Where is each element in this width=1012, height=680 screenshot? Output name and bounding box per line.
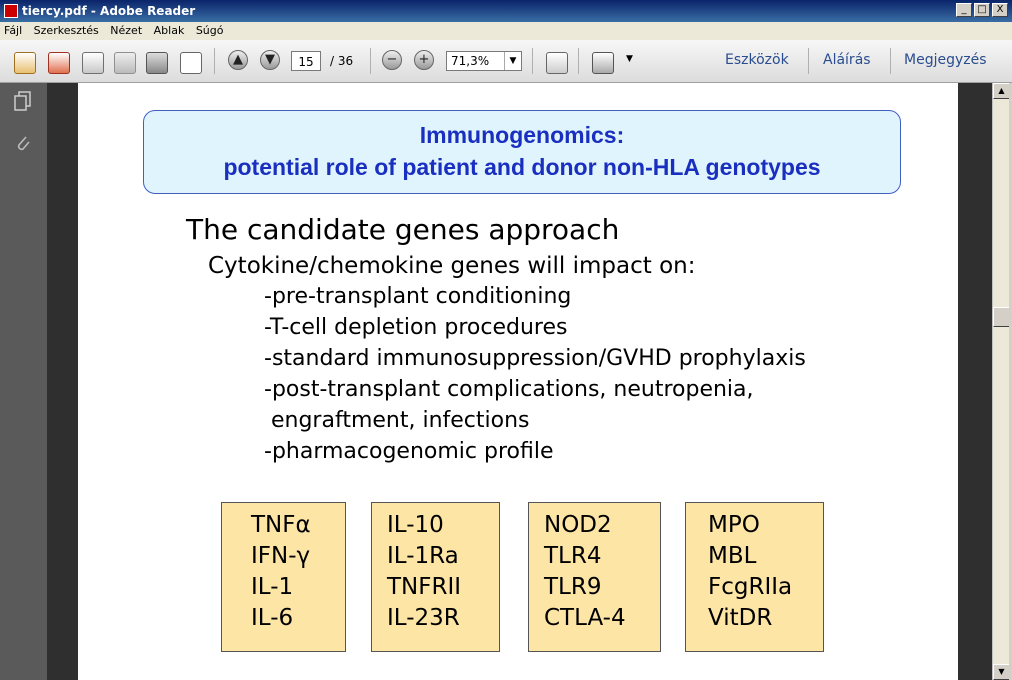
more-tools-icon[interactable]: ▼ — [626, 54, 633, 64]
list-item: -post-transplant complications, neutrope… — [264, 377, 754, 402]
toolbar-separator — [214, 48, 215, 74]
toolbar: ▲ ▼ 15 / 36 − + 71,3% ▼ ▼ Eszközök Aláír… — [0, 40, 1012, 83]
gene-label: IL-1Ra — [387, 543, 459, 569]
pdf-page: Immunogenomics: potential role of patien… — [78, 83, 958, 680]
gene-label: CTLA-4 — [544, 605, 626, 631]
email-icon[interactable] — [180, 52, 202, 74]
toolbar-separator — [890, 48, 891, 74]
gene-label: IL-10 — [387, 512, 444, 538]
gene-box: IL-10 IL-1Ra TNFRII IL-23R — [371, 502, 500, 652]
gene-label: TLR4 — [544, 543, 602, 569]
list-item: -T-cell depletion procedures — [264, 315, 568, 340]
gene-label: TLR9 — [544, 574, 602, 600]
save-icon[interactable] — [114, 52, 136, 74]
gene-box: MPO MBL FcgRIIa VitDR — [685, 502, 824, 652]
gene-box: NOD2 TLR4 TLR9 CTLA-4 — [528, 502, 661, 652]
gene-label: MPO — [708, 512, 760, 538]
list-item: -pharmacogenomic profile — [264, 439, 554, 464]
toolbar-separator — [370, 48, 371, 74]
window-border — [1009, 83, 1012, 680]
gene-label: IFN-γ — [251, 543, 311, 569]
prev-page-button[interactable]: ▲ — [228, 50, 248, 70]
scroll-up-button[interactable]: ▲ — [993, 83, 1010, 99]
zoom-value: 71,3% — [451, 54, 490, 68]
title-bar: tiercy.pdf - Adobe Reader _ □ X — [0, 0, 1012, 22]
menu-bar: Fájl Szerkesztés Nézet Ablak Súgó — [0, 22, 1012, 40]
window-title: tiercy.pdf - Adobe Reader — [22, 4, 196, 18]
edit-icon[interactable] — [82, 52, 104, 74]
tools-link[interactable]: Eszközök — [725, 52, 789, 68]
menu-edit[interactable]: Szerkesztés — [33, 24, 99, 37]
minimize-button[interactable]: _ — [956, 3, 972, 17]
fit-page-icon[interactable] — [546, 52, 568, 74]
slide-title-line2: potential role of patient and donor non-… — [223, 154, 821, 180]
page-number-input[interactable]: 15 — [291, 51, 321, 71]
page-total: / 36 — [330, 54, 354, 68]
slide-title-box: Immunogenomics: potential role of patien… — [143, 110, 901, 194]
zoom-select[interactable]: 71,3% ▼ — [446, 51, 522, 71]
maximize-button[interactable]: □ — [974, 3, 990, 17]
toolbar-separator — [532, 48, 533, 74]
close-button[interactable]: X — [992, 3, 1008, 17]
next-page-button[interactable]: ▼ — [260, 50, 280, 70]
slide-subheading: Cytokine/chemokine genes will impact on: — [208, 253, 696, 279]
gene-label: IL-1 — [251, 574, 294, 600]
comment-link[interactable]: Megjegyzés — [904, 52, 987, 68]
list-item: engraftment, infections — [264, 408, 530, 433]
menu-view[interactable]: Nézet — [110, 24, 143, 37]
toolbar-separator — [808, 48, 809, 74]
document-view[interactable]: Immunogenomics: potential role of patien… — [47, 83, 992, 680]
gene-label: IL-6 — [251, 605, 294, 631]
sign-link[interactable]: Aláírás — [823, 52, 871, 68]
gene-label: TNFα — [251, 512, 311, 538]
gene-label: MBL — [708, 543, 757, 569]
scroll-down-button[interactable]: ▼ — [993, 664, 1010, 680]
list-item: -standard immunosuppression/GVHD prophyl… — [264, 346, 806, 371]
gene-label: FcgRIIa — [708, 574, 793, 600]
navigation-panel — [0, 83, 47, 680]
combine-icon[interactable] — [48, 52, 70, 74]
menu-window[interactable]: Ablak — [153, 24, 185, 37]
gene-label: IL-23R — [387, 605, 460, 631]
slide-title-line1: Immunogenomics: — [419, 122, 625, 148]
gene-label: VitDR — [708, 605, 773, 631]
menu-file[interactable]: Fájl — [4, 24, 23, 37]
vertical-scrollbar[interactable]: ▲ ▼ — [992, 83, 1010, 680]
fullscreen-icon[interactable] — [592, 52, 614, 74]
zoom-in-button[interactable]: + — [414, 50, 434, 70]
chevron-down-icon[interactable]: ▼ — [504, 52, 521, 70]
zoom-out-button[interactable]: − — [382, 50, 402, 70]
slide-heading: The candidate genes approach — [186, 213, 620, 246]
gene-label: NOD2 — [544, 512, 612, 538]
page-thumbnails-icon[interactable] — [14, 91, 32, 111]
menu-help[interactable]: Súgó — [195, 24, 224, 37]
print-icon[interactable] — [146, 52, 168, 74]
gene-label: TNFRII — [387, 574, 462, 600]
create-pdf-icon[interactable] — [14, 52, 36, 74]
pdf-app-icon — [4, 4, 18, 18]
gene-box: TNFα IFN-γ IL-1 IL-6 — [221, 502, 346, 652]
list-item: -pre-transplant conditioning — [264, 284, 572, 309]
attachments-icon[interactable] — [14, 133, 32, 153]
scroll-thumb[interactable] — [993, 307, 1010, 327]
toolbar-separator — [578, 48, 579, 74]
